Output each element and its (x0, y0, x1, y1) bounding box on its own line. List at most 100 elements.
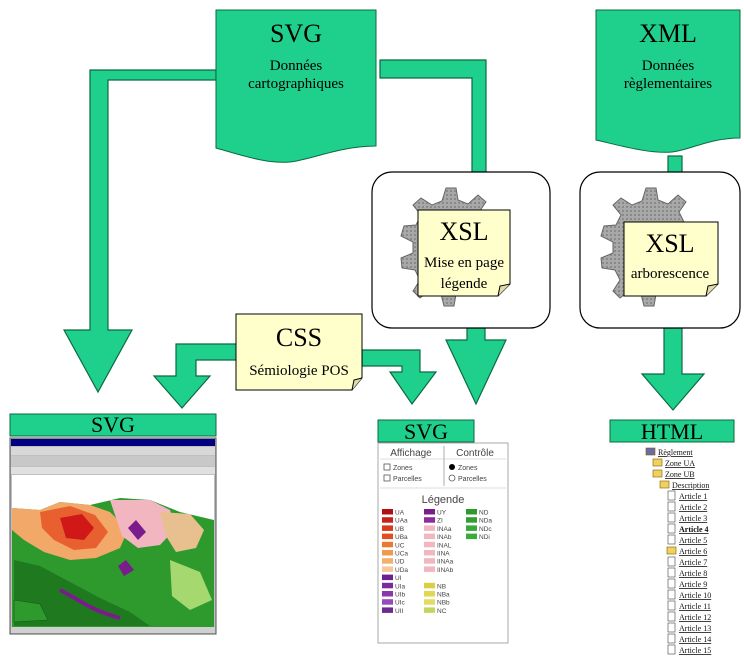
radio-parcelles[interactable] (448, 474, 456, 482)
xsl-tree-title: XSL (645, 229, 694, 258)
tree-item[interactable]: Article 8 (667, 567, 707, 578)
output-legend-label: SVG (404, 419, 448, 444)
tree-item[interactable]: Article 7 (667, 556, 707, 567)
tree-item-label: Article 14 (679, 635, 711, 644)
legend-title: Légende (422, 494, 465, 506)
legend-code: UC (395, 542, 405, 549)
legend-code: ND (479, 510, 489, 517)
legend-swatch (424, 558, 435, 564)
checkbox-parcelles[interactable] (383, 474, 391, 482)
legend-code: IINAa (437, 559, 454, 566)
folder-icon (645, 447, 656, 456)
legend-item: NB (424, 582, 446, 590)
document-icon (667, 512, 676, 523)
tree-item-label: Article 11 (679, 602, 711, 611)
legend-item: UY (424, 509, 447, 517)
tree-item[interactable]: Description (659, 480, 709, 490)
legend-code: INAL (437, 542, 452, 549)
legend-swatch (424, 599, 435, 605)
document-icon (667, 534, 676, 545)
legend-item: IINAa (424, 558, 454, 566)
tree-item-label: Article 2 (679, 503, 707, 512)
legend-item: UDa (382, 566, 408, 574)
arrow-xml-to-xsl (667, 155, 683, 175)
tree-item-label: Article 15 (679, 646, 711, 655)
legend-swatch (382, 574, 393, 581)
legend-code: UB (395, 526, 404, 533)
tree-item[interactable]: Article 5 (667, 534, 707, 545)
tree-item[interactable]: Article 10 (667, 589, 711, 600)
tree-item[interactable]: Article 4 (667, 523, 709, 534)
arrow-xsl-to-html (640, 327, 706, 411)
legend-swatch (466, 525, 477, 531)
output-legend-panel: SVG Affichage Contrôle Zones Parcelles Z… (377, 419, 509, 644)
radio-zones[interactable] (449, 464, 455, 470)
output-map-panel: SVG (9, 412, 217, 635)
legend-controle-heading: Contrôle (456, 448, 494, 459)
arrow-svg-to-xsl (379, 59, 487, 173)
legend-code: IINA (437, 551, 450, 558)
legend-code: INAb (437, 534, 452, 541)
legend-code: UAa (395, 518, 408, 525)
legend-swatch (424, 550, 435, 556)
legend-item: UII (382, 607, 404, 615)
legend-item: UIb (382, 591, 406, 599)
legend-item: ZI (424, 517, 443, 525)
tree-item[interactable]: Article 2 (667, 501, 707, 512)
legend-code: IINAb (437, 567, 454, 574)
tree-item-label: Article 7 (679, 558, 707, 567)
legend-opt-zones-c: Zones (458, 465, 478, 472)
tree-item[interactable]: Article 6 (666, 546, 707, 556)
legend-swatch (382, 541, 393, 548)
legend-code: UII (395, 608, 404, 615)
document-icon (667, 589, 676, 600)
tree-item[interactable]: Zone UA (652, 458, 695, 468)
tree-item[interactable]: Article 12 (667, 611, 711, 622)
legend-swatch (424, 517, 435, 523)
tree-item-label: Article 12 (679, 613, 711, 622)
checkbox-zones[interactable] (383, 463, 391, 471)
legend-swatch (424, 582, 435, 589)
source-svg-line2: cartographiques (248, 76, 344, 92)
legend-code: NDc (479, 526, 492, 533)
xsl-tree-process: XSL arborescence (579, 171, 741, 329)
legend-item: UD (382, 558, 405, 566)
legend-code: NDa (479, 518, 492, 525)
legend-code: UDa (395, 567, 408, 574)
source-xml-title: XML (639, 19, 697, 48)
legend-item: UAa (382, 517, 408, 525)
xsl-legend-line1: Mise en page (424, 255, 504, 271)
tree-item[interactable]: Article 15 (667, 644, 711, 655)
tree-item[interactable]: Zone UB (652, 469, 695, 479)
legend-swatch (424, 591, 435, 597)
tree-item-label: Article 13 (679, 624, 711, 633)
legend-code: NBa (437, 592, 450, 599)
legend-code: UIa (395, 583, 406, 590)
legend-swatch (382, 525, 393, 531)
document-icon (667, 501, 676, 512)
legend-item: NBb (424, 599, 450, 607)
document-icon (667, 611, 676, 622)
tree-item[interactable]: Article 11 (667, 600, 711, 611)
tree-item[interactable]: Article 1 (667, 490, 707, 501)
legend-item: IINA (424, 550, 450, 558)
legend-code: UBa (395, 534, 408, 541)
tree-item[interactable]: Article 13 (667, 622, 711, 633)
folder-icon (659, 480, 670, 489)
legend-item: NDc (466, 525, 492, 533)
legend-item: UCa (382, 550, 408, 558)
legend-item: INAb (424, 533, 452, 541)
xsl-legend-line2: légende (441, 276, 488, 292)
tree-item[interactable]: Règlement (645, 447, 693, 457)
legend-code: NB (437, 583, 446, 590)
legend-affichage-heading: Affichage (390, 448, 432, 459)
legend-swatch (382, 558, 393, 564)
tree-item-label: Article 6 (679, 547, 707, 556)
tree-item[interactable]: Article 9 (667, 578, 707, 589)
css-note-line1: Sémiologie POS (249, 363, 349, 379)
tree-item[interactable]: Article 3 (667, 512, 707, 523)
source-svg-line1: Données (270, 58, 323, 74)
tree-item[interactable]: Article 14 (667, 633, 711, 644)
